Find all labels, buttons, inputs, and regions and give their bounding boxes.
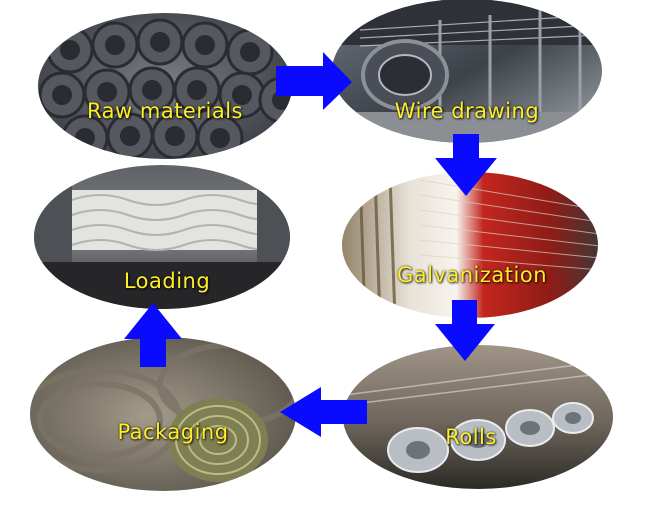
galvanization-photo [342, 172, 598, 318]
arrow-left-icon [280, 387, 367, 437]
arrow-down-icon [435, 300, 495, 361]
step-label-loading: Loading [123, 269, 211, 293]
arrow-up-icon [124, 303, 182, 367]
wire-drawing-photo [332, 0, 602, 143]
step-label-wire-drawing: Wire drawing [394, 99, 540, 123]
step-label-raw-materials: Raw materials [87, 99, 243, 123]
step-label-rolls: Rolls [445, 425, 497, 449]
rolls-photo [343, 345, 613, 489]
step-label-galvanization: Galvanization [396, 263, 548, 287]
step-label-packaging: Packaging [117, 420, 229, 444]
arrow-down-icon [435, 134, 497, 196]
arrow-right-icon [276, 52, 352, 110]
raw-materials-photo [38, 13, 292, 159]
loading-photo [34, 165, 290, 309]
